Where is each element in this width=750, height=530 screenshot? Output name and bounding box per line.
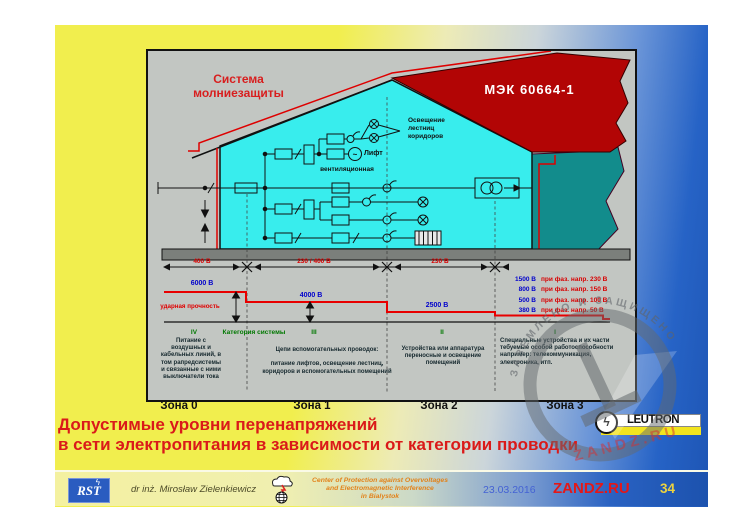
author-name: dr inż. Mirosław Zielenkiewicz bbox=[131, 484, 257, 495]
rst-lightning-icon: ϟ bbox=[95, 478, 100, 487]
withstand-value: 380 В bbox=[518, 306, 536, 314]
zone-1-label: Зона 1 bbox=[293, 400, 331, 412]
network-voltage-seg3: 230 В bbox=[431, 258, 449, 265]
iec-standard-label: МЭК 60664-1 bbox=[484, 82, 575, 97]
zone-scissor-marks bbox=[241, 261, 501, 273]
category-ii: II bbox=[440, 329, 444, 336]
lightning-protection-diagram: ~ bbox=[157, 51, 631, 392]
phase-condition: при фаз. напр. 230 В bbox=[541, 276, 608, 283]
circuit bbox=[157, 119, 532, 246]
phase-condition: при фаз. напр. 150 В bbox=[541, 286, 608, 294]
table-row: 380 В при фаз. напр. 50 В bbox=[500, 307, 630, 317]
lift-label: Лифт bbox=[364, 150, 383, 157]
withstand-voltage-table: 1500 В при фаз. напр. 230 В 800 В при фаз.… bbox=[500, 276, 630, 317]
category-iii: III bbox=[311, 329, 317, 336]
table-row: 800 В при фаз. напр. 150 В bbox=[500, 286, 630, 296]
side-wall bbox=[531, 146, 625, 253]
category-i: I bbox=[554, 329, 556, 336]
impulse-level-3: 2500 В bbox=[425, 302, 449, 309]
slide-title-line2: в сети электропитания в зависимости от к… bbox=[58, 434, 579, 454]
segment-arrowheads bbox=[233, 263, 509, 271]
impulse-strength-label: ударная прочность bbox=[160, 303, 220, 310]
zandz-site-label: ZANDZ.RU bbox=[553, 480, 630, 497]
building-shapes bbox=[161, 51, 631, 261]
table-row: 500 В при фаз. напр. 100 В bbox=[500, 297, 630, 307]
category-axis-label: Категория системы bbox=[222, 329, 286, 336]
presentation-slide: ~ bbox=[55, 25, 708, 507]
ac-motor-glyph: ~ bbox=[353, 150, 358, 159]
air-terminal-line bbox=[188, 51, 552, 152]
center-line2: and Electromagnetic Interference bbox=[326, 484, 434, 492]
zone-0-label: Зона 0 bbox=[160, 400, 198, 412]
slide-date: 23.03.2016 bbox=[483, 484, 536, 496]
lps-system-label: Система молниезащиты bbox=[193, 72, 284, 100]
roof bbox=[390, 52, 631, 153]
slide-page-number: 34 bbox=[660, 481, 676, 496]
network-voltage-seg1: 400 В bbox=[193, 258, 211, 265]
impulse-level-2: 4000 В bbox=[299, 292, 323, 299]
leutron-logo: LEUTRON ϟ bbox=[595, 411, 701, 437]
table-row: 1500 В при фаз. напр. 230 В bbox=[500, 276, 630, 286]
rst-wordmark: RST bbox=[77, 483, 101, 498]
category-iv: IV bbox=[190, 329, 198, 336]
zone-2-label: Зона 2 bbox=[420, 400, 458, 412]
category-iii-description: Цепи вспомогательных проводок: питание л… bbox=[262, 347, 392, 375]
down-conductor-right bbox=[538, 155, 556, 249]
category-iv-description: Питание с воздушных и кабельных линий, в… bbox=[160, 338, 222, 381]
heater-icon bbox=[414, 230, 442, 246]
network-voltage-seg2: 230 / 400 В bbox=[297, 258, 331, 265]
withstand-value: 500 В bbox=[518, 296, 536, 304]
roof-edge-line bbox=[191, 79, 393, 159]
category-ii-description: Устройства или аппаратура переносные и о… bbox=[401, 346, 485, 367]
ventilation-label: вентиляционная bbox=[320, 166, 374, 173]
withstand-value: 800 В bbox=[518, 286, 536, 294]
center-line3: in Bialystok bbox=[360, 492, 400, 500]
phase-condition: при фаз. напр. 50 В bbox=[541, 306, 604, 314]
leutron-lightning-icon: ϟ bbox=[595, 411, 618, 434]
phase-condition: при фаз. напр. 100 В bbox=[541, 296, 608, 304]
leutron-wordmark: LEUTRON bbox=[626, 414, 680, 426]
zone-3-label: Зона 3 bbox=[546, 400, 584, 412]
footer-bar: RST ϟ dr inż. Mirosław Zielenkiewicz Cen… bbox=[55, 470, 708, 506]
motor-symbol bbox=[348, 147, 362, 161]
diagram-panel: ~ bbox=[146, 49, 637, 402]
cloud-lightning-globe-icon bbox=[272, 475, 293, 504]
level-arrows bbox=[231, 291, 315, 323]
lamp-icon bbox=[369, 119, 379, 143]
slide-title-line1: Допустимые уровни перенапряжений bbox=[58, 415, 378, 434]
rst-logo: RST ϟ bbox=[68, 478, 110, 503]
center-line1: Center of Protection against Overvoltage… bbox=[312, 477, 448, 484]
impulse-level-1: 6000 В bbox=[190, 280, 214, 287]
withstand-value: 1500 В bbox=[515, 276, 536, 283]
ground-bar bbox=[161, 248, 631, 261]
category-i-description: Специальные устройства и их части тебуем… bbox=[500, 338, 614, 366]
center-of-protection-text: Center of Protection against Overvoltage… bbox=[298, 477, 462, 500]
stairs-lighting-label: Освещение лестниц коридоров bbox=[408, 117, 445, 140]
